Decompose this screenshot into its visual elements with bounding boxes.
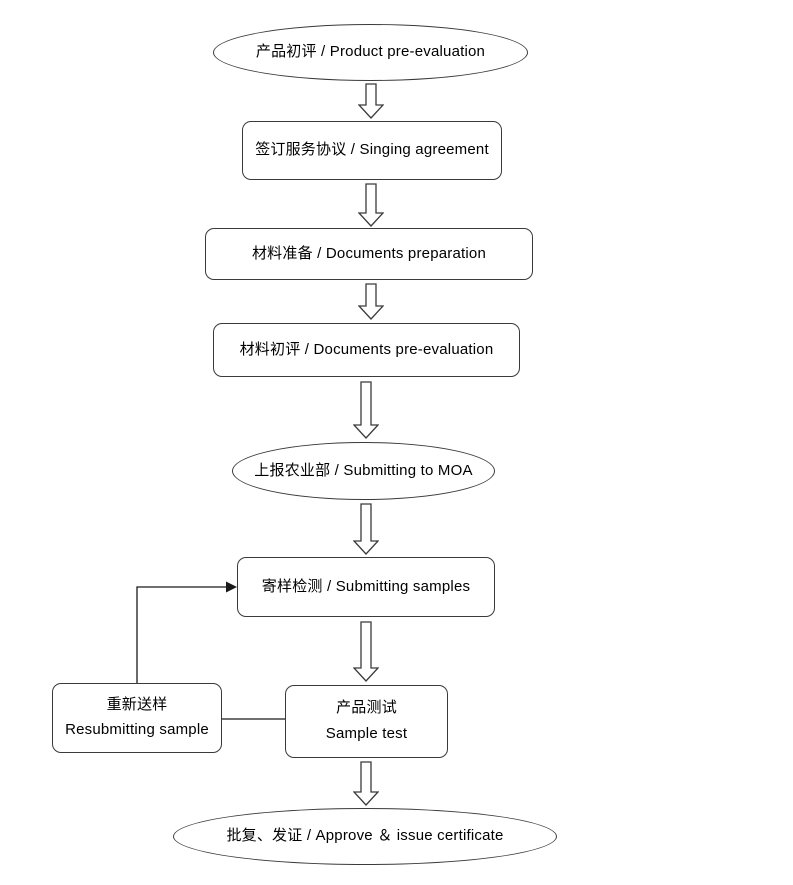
down-block-arrow-icon	[353, 381, 379, 439]
node-approve-issue-certificate: 批复、发证 / Approve ＆ issue certificate	[173, 808, 557, 865]
down-block-arrow-icon	[358, 83, 384, 119]
down-block-arrow-icon	[358, 283, 384, 320]
node-submitting-to-moa: 上报农业部 / Submitting to MOA	[232, 442, 495, 500]
down-block-arrow-icon	[358, 183, 384, 227]
node-resubmitting-sample-label-en: Resubmitting sample	[65, 721, 209, 739]
node-submitting-samples: 寄样检测 / Submitting samples	[237, 557, 495, 617]
node-resubmitting-sample-label-zh: 重新送样	[106, 695, 168, 713]
node-sample-test: 产品测试 Sample test	[285, 685, 448, 758]
resubmit-feedback-line	[136, 586, 229, 683]
node-documents-preparation: 材料准备 / Documents preparation	[205, 228, 533, 280]
feedback-arrowhead-icon	[226, 581, 237, 593]
node-documents-pre-evaluation: 材料初评 / Documents pre-evaluation	[213, 323, 520, 377]
node-sample-test-label-en: Sample test	[325, 725, 408, 743]
down-block-arrow-icon	[353, 621, 379, 682]
node-sample-test-label-zh: 产品测试	[336, 698, 397, 716]
node-product-pre-evaluation: 产品初评 / Product pre-evaluation	[213, 24, 528, 81]
down-block-arrow-icon	[353, 503, 379, 555]
node-signing-agreement: 签订服务协议 / Singing agreement	[242, 121, 502, 180]
down-block-arrow-icon	[353, 761, 379, 806]
node-resubmitting-sample: 重新送样 Resubmitting sample	[52, 683, 222, 753]
